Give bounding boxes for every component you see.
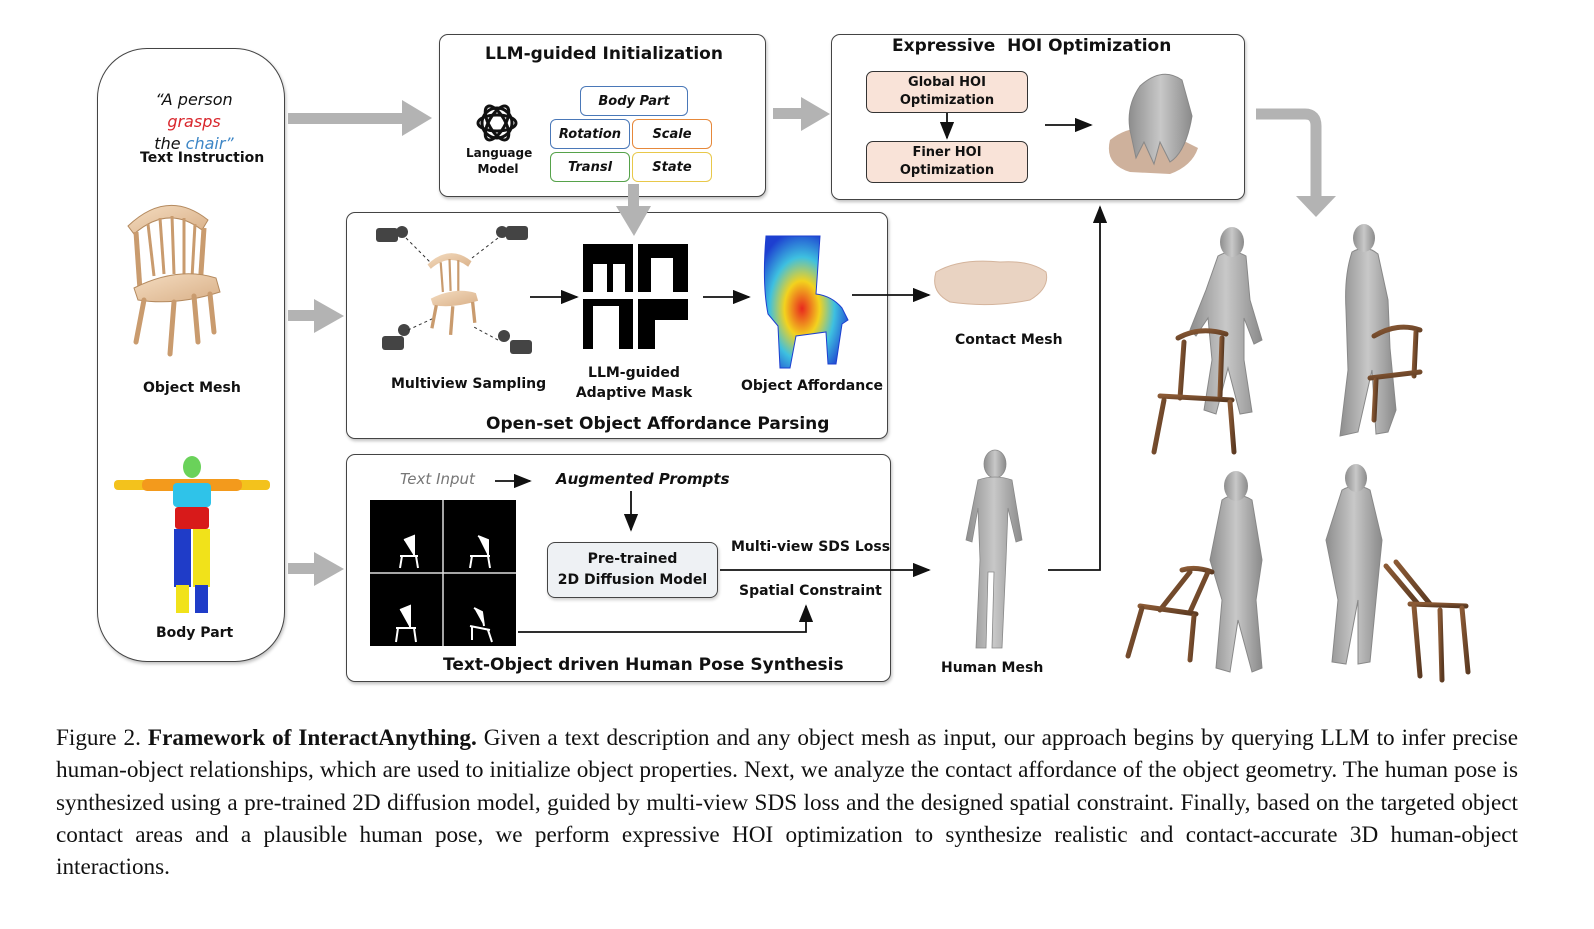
caption-bold: Framework of InteractAnything. [147,725,477,751]
thin-arrows [495,113,1108,633]
object-mesh-label: Object Mesh [143,380,241,396]
pretrained-line2: 2D Diffusion Model [557,572,708,588]
body-part-human [114,456,270,613]
object-affordance-label: Object Affordance [741,378,884,394]
augmented-prompts-label: Augmented Prompts [556,470,730,488]
quote-object: chair [185,134,226,153]
camera-icon [498,330,532,354]
affordance-heatmap [763,235,849,369]
hoi-opt-title: Expressive HOI Optimization [892,36,1172,56]
global-hoi-line2: Optimization [899,93,995,108]
hand-mesh [1108,73,1198,174]
openai-logo-icon [476,104,518,142]
text-instruction-label: Text Instruction [140,150,265,166]
language-model-label: Language Model [466,145,533,177]
caption-prefix: Figure 2. [56,725,148,751]
sds-loss-label: Multi-view SDS Loss [731,539,891,555]
spatial-constraint-label: Spatial Constraint [739,583,882,599]
pretrained-model-box: Pre-trained 2D Diffusion Model [547,542,718,598]
grey-arrows [288,97,1336,586]
adaptive-mask-line1: LLM-guided [588,365,680,381]
tag-state: State [632,152,712,182]
adaptive-mask-label: LLM-guided Adaptive Mask [572,363,696,403]
language-model-line1: Language [466,146,533,160]
pretrained-line1: Pre-trained [587,551,678,567]
mask-grid [583,244,688,349]
result-render-3 [1125,471,1263,673]
quote-article: the [154,134,186,153]
camera-icon [496,226,528,240]
result-render-1 [1151,227,1263,461]
affordance-title: Open-set Object Affordance Parsing [486,414,830,434]
global-hoi-box: Global HOI Optimization [866,71,1028,113]
tag-transl: Transl [550,152,630,182]
quote-close: ” [225,134,234,153]
contact-mesh [934,260,1048,306]
result-render-2 [1339,224,1423,437]
pose-title: Text-Object driven Human Pose Synthesis [443,655,844,675]
human-mesh [965,449,1023,649]
tag-scale: Scale [632,119,712,149]
finer-hoi-line2: Optimization [899,163,995,178]
tag-rotation: Rotation [550,119,630,149]
camera-icon [382,324,410,350]
camera-icon [376,226,408,242]
multiview-label: Multiview Sampling [391,376,547,392]
pose-render-grid [370,500,516,646]
finer-hoi-line1: Finer HOI [912,145,982,160]
body-part-label: Body Part [156,625,234,641]
adaptive-mask-line2: Adaptive Mask [575,385,693,401]
text-instruction-quote: “A person grasps the chair” [127,89,261,155]
object-mesh-chair [127,205,221,357]
caption-body: Given a text description and any object … [56,725,1518,881]
human-mesh-label: Human Mesh [941,660,1044,676]
quote-prefix: “A person [155,90,233,109]
quote-verb: grasps [167,112,221,131]
llm-init-title: LLM-guided Initialization [485,44,723,64]
contact-mesh-label: Contact Mesh [955,332,1063,348]
multiview-sampling [376,226,532,354]
figure-caption: Figure 2. Framework of InteractAnything.… [56,722,1518,883]
finer-hoi-box: Finer HOI Optimization [866,141,1028,183]
result-render-4 [1325,464,1471,683]
global-hoi-line1: Global HOI [908,75,986,90]
language-model-line2: Model [477,162,519,176]
tag-body-part: Body Part [580,86,688,116]
text-input-label: Text Input [400,470,475,488]
